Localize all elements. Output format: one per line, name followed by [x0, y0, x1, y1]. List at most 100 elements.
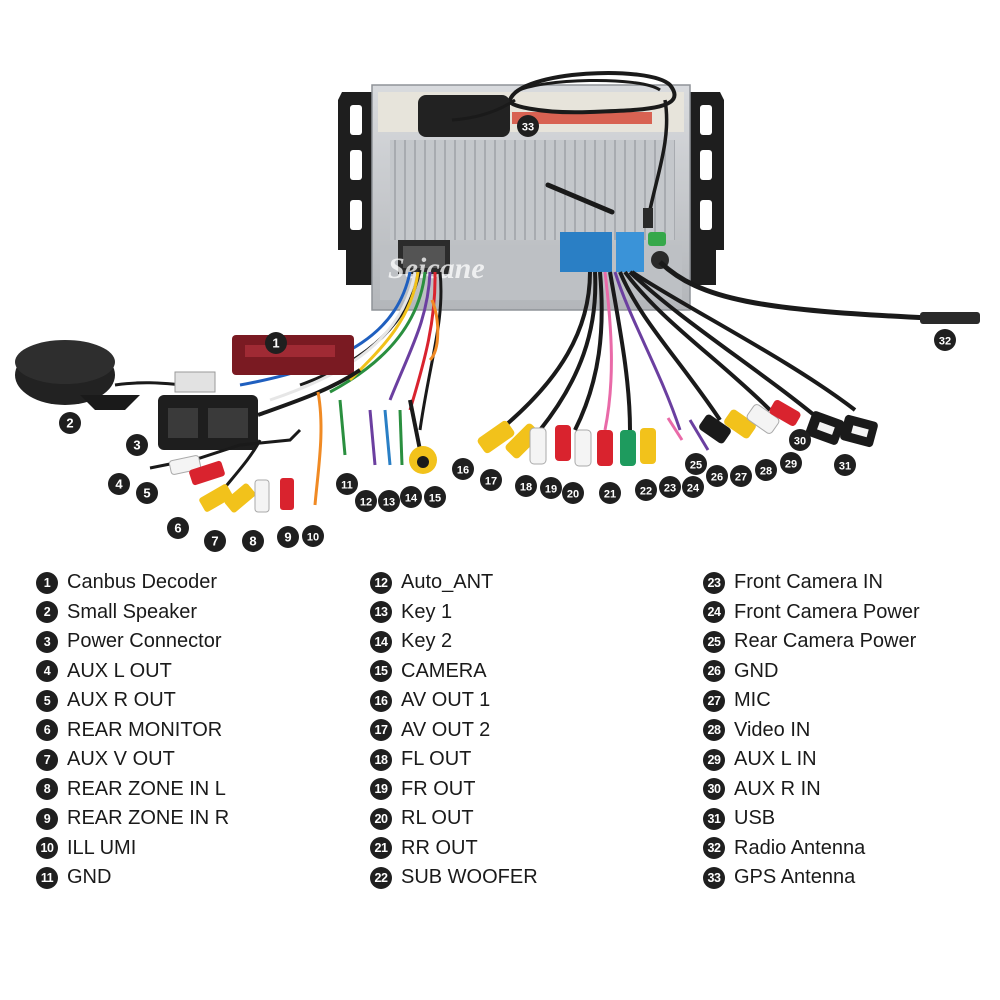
callout-number: 12 — [360, 497, 372, 509]
legend-label: MIC — [734, 689, 771, 712]
callout-badge: 23 — [659, 476, 681, 498]
callout-number: 8 — [249, 534, 256, 549]
callout-number: 5 — [143, 486, 150, 501]
legend-label: AUX L IN — [734, 748, 817, 771]
callout-number: 21 — [604, 489, 616, 501]
left-bracket — [338, 92, 372, 285]
callout-number: 20 — [567, 489, 579, 501]
legend-label: AUX L OUT — [67, 659, 172, 682]
legend-label: Front Camera Power — [734, 600, 920, 623]
legend-number-badge: 21 — [370, 837, 392, 860]
legend-label: CAMERA — [401, 659, 487, 682]
callout-number: 2 — [66, 416, 73, 431]
callout-number: 15 — [429, 493, 441, 505]
legend-label: REAR MONITOR — [67, 718, 223, 741]
legend-number-badge: 6 — [36, 719, 58, 742]
legend-label: FL OUT — [401, 748, 472, 771]
callout-number: 30 — [794, 436, 806, 448]
legend-number-badge: 10 — [36, 837, 58, 860]
callout-badge: 14 — [400, 486, 422, 508]
callout-number: 32 — [939, 336, 951, 348]
legend-label: RR OUT — [401, 836, 478, 859]
legend-label: AUX R IN — [734, 777, 821, 800]
legend-number-badge: 23 — [703, 571, 725, 594]
callout-badge: 7 — [204, 530, 226, 552]
legend-number-badge: 4 — [36, 660, 58, 683]
small-speaker — [15, 340, 186, 410]
left-harness — [239, 269, 443, 431]
callout-number: 16 — [457, 465, 469, 477]
callout-number: 18 — [520, 482, 532, 494]
legend-label: GND — [67, 866, 112, 889]
legend-label: Key 1 — [401, 600, 453, 623]
callout-badge: 33 — [517, 115, 539, 137]
legend-label: AUX V OUT — [67, 748, 175, 771]
callout-badge: 11 — [336, 473, 358, 495]
green-ground-tab — [648, 232, 666, 246]
legend-number-badge: 29 — [703, 748, 725, 771]
callout-badge: 21 — [599, 482, 621, 504]
callout-number: 13 — [383, 497, 395, 509]
legend-number-badge: 25 — [703, 630, 725, 653]
right-bracket — [690, 92, 724, 285]
callout-number: 10 — [307, 532, 319, 544]
legend-item: 27 MIC — [703, 686, 1000, 716]
legend-label: USB — [734, 807, 776, 830]
legend-item: 13 Key 1 — [370, 598, 670, 628]
legend-label: FR OUT — [401, 777, 476, 800]
legend-number-badge: 13 — [370, 601, 392, 624]
callout-badge: 31 — [834, 454, 856, 476]
legend-number-badge: 27 — [703, 689, 725, 712]
legend-label: Key 2 — [401, 630, 453, 653]
callout-number: 25 — [690, 460, 702, 472]
legend-label: Canbus Decoder — [67, 571, 218, 594]
callout-badge: 16 — [452, 458, 474, 480]
callout-badge: 9 — [277, 526, 299, 548]
callout-badge: 18 — [515, 475, 537, 497]
callout-number: 17 — [485, 476, 497, 488]
legend-label: Front Camera IN — [734, 571, 883, 594]
callout-badge: 13 — [378, 490, 400, 512]
callout-number: 23 — [664, 483, 676, 495]
callout-badge: 4 — [108, 473, 130, 495]
legend-label: Auto_ANT — [401, 571, 494, 594]
callout-badge: 17 — [480, 469, 502, 491]
wiring-diagram: Seicane — [15, 71, 980, 552]
legend-label: AV OUT 1 — [401, 689, 491, 712]
callout-number: 19 — [545, 484, 557, 496]
legend-number-badge: 17 — [370, 719, 392, 742]
legend-number-badge: 15 — [370, 660, 392, 683]
legend-number-badge: 8 — [36, 778, 58, 801]
legend-number-badge: 5 — [36, 689, 58, 712]
legend-label: GPS Antenna — [734, 866, 856, 889]
legend-label: REAR ZONE IN L — [67, 777, 226, 800]
blue-connector — [560, 232, 612, 272]
callout-badge: 25 — [685, 453, 707, 475]
legend-item: 23 Front Camera IN — [703, 568, 1000, 598]
radio-antenna-cable — [658, 260, 931, 321]
left-rca-plugs — [149, 391, 437, 513]
callout-number: 31 — [839, 461, 851, 473]
callout-number: 29 — [785, 459, 797, 471]
callout-badge: 2 — [59, 412, 81, 434]
legend-item: 29 AUX L IN — [703, 745, 1000, 775]
callout-number: 9 — [284, 530, 291, 545]
callout-number: 33 — [522, 122, 534, 134]
callout-number: 11 — [341, 480, 353, 492]
legend-number-badge: 28 — [703, 719, 725, 742]
legend-label: Video IN — [734, 718, 811, 741]
callout-number: 27 — [735, 472, 747, 484]
callout-number: 6 — [174, 521, 181, 536]
callout-badge: 5 — [136, 482, 158, 504]
